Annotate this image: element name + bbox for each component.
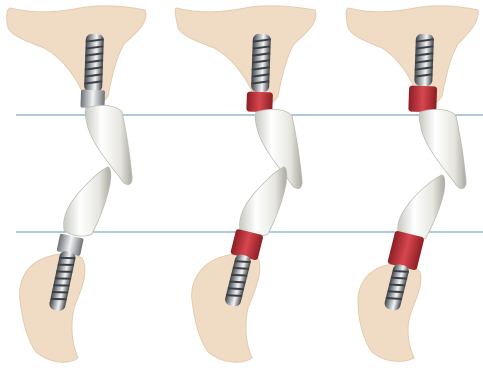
- upper-bone-1: [7, 6, 146, 104]
- lower-abutment-collar-3: [387, 230, 424, 270]
- lower-bone-3: [358, 264, 421, 361]
- lower-bone-2: [192, 254, 260, 363]
- lower-crown-1: [64, 167, 111, 236]
- upper-bone-2: [175, 6, 316, 104]
- lower-crown-2: [240, 167, 287, 236]
- lower-crown-3: [398, 175, 445, 240]
- abutment-collar-3: [408, 85, 437, 112]
